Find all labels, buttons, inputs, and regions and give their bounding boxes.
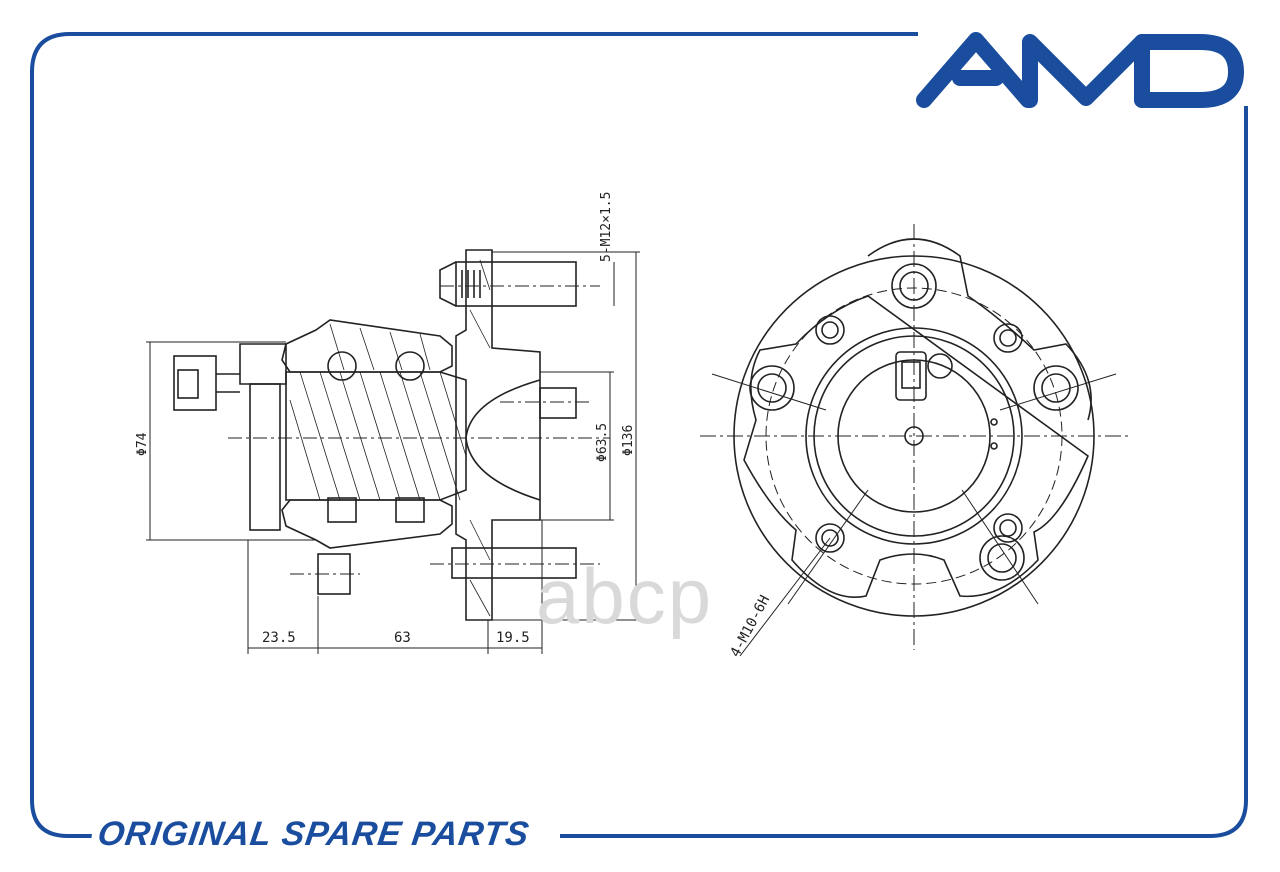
watermark: abcp bbox=[536, 552, 714, 640]
seal-left bbox=[239, 343, 287, 385]
bearing-ball bbox=[395, 351, 425, 381]
mount-hole bbox=[993, 323, 1023, 353]
dim-flange-diameter: Φ136 bbox=[621, 425, 636, 456]
dim-pilot-diameter: Φ63.5 bbox=[595, 423, 610, 462]
border-line bbox=[30, 32, 1248, 838]
hub-dome bbox=[465, 379, 541, 501]
stud-hole bbox=[749, 365, 795, 411]
stud-lower bbox=[451, 547, 577, 579]
dim-stud-thread: 5-M12×1.5 bbox=[599, 192, 614, 262]
stud-hole bbox=[1033, 365, 1079, 411]
abs-sensor-bolt bbox=[927, 353, 953, 379]
hub-shaft bbox=[285, 371, 467, 501]
dim-length-right: 19.5 bbox=[496, 630, 530, 646]
bearing-housing bbox=[281, 319, 453, 373]
footer-slogan: ORIGINAL SPARE PARTS bbox=[88, 812, 539, 856]
dim-bore-diameter: Φ74 bbox=[135, 432, 150, 456]
pilot-pin bbox=[539, 387, 577, 419]
dim-length-left: 23.5 bbox=[262, 630, 296, 646]
abs-sensor bbox=[895, 351, 927, 401]
stud-upper-head bbox=[439, 261, 457, 307]
abs-connector-pin bbox=[177, 369, 199, 399]
side-view bbox=[146, 249, 640, 654]
mount-hole bbox=[815, 315, 845, 345]
stud-hole bbox=[979, 535, 1025, 581]
leader-mount bbox=[739, 537, 831, 657]
abs-connector bbox=[173, 355, 217, 411]
bearing-ball bbox=[327, 351, 357, 381]
bearing-seal bbox=[327, 497, 357, 523]
mount-hole bbox=[993, 513, 1023, 543]
mount-hole bbox=[815, 523, 845, 553]
front-view bbox=[700, 224, 1128, 657]
amd-logo bbox=[916, 32, 1244, 108]
bearing-seal bbox=[395, 497, 425, 523]
dim-length-mid: 63 bbox=[394, 630, 411, 646]
bearing-housing-lower bbox=[281, 499, 453, 549]
abs-sensor-ring bbox=[249, 383, 281, 531]
dim-mount-threads: 4-M10-6H bbox=[727, 593, 773, 660]
section-hatch bbox=[289, 259, 491, 617]
stud-upper bbox=[455, 261, 577, 307]
